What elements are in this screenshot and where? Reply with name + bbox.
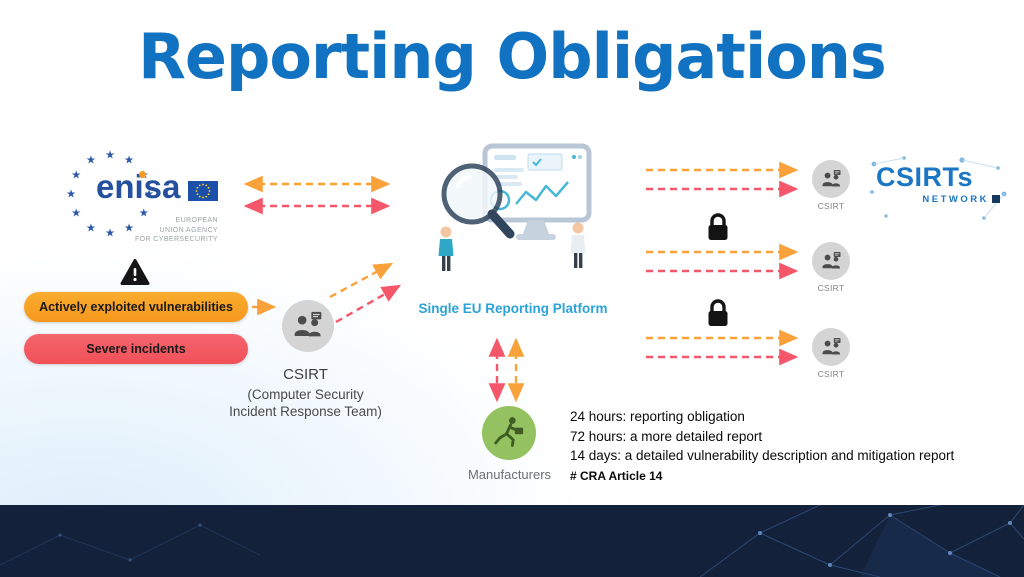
- eu-flag-icon: [188, 181, 218, 201]
- enisa-wordmark: enisa: [96, 168, 180, 206]
- enisa-caption-line: FOR CYBERSECURITY: [134, 236, 218, 243]
- csirt-node-3: CSIRT: [801, 328, 861, 379]
- manufacturer-icon: [482, 406, 536, 460]
- platform-label: Single EU Reporting Platform: [418, 301, 608, 316]
- note-24h: 24 hours: reporting obligation: [570, 409, 745, 424]
- lock-icon: [703, 211, 733, 245]
- network-logo-square: [992, 195, 1000, 204]
- csirt-node-label: CSIRT: [817, 283, 845, 293]
- svg-text:★: ★: [139, 207, 149, 220]
- warning-icon: [120, 258, 150, 286]
- network-mesh-decoration: [0, 505, 1024, 577]
- svg-text:★: ★: [66, 187, 76, 200]
- svg-text:★: ★: [105, 148, 115, 161]
- csirt-node-label: CSIRT: [817, 369, 845, 379]
- footer: ISA Taiwan Section © 2026 國際自動化協會臺灣分會: [0, 505, 1024, 577]
- svg-text:★: ★: [124, 154, 134, 167]
- svg-text:★: ★: [86, 154, 96, 167]
- svg-text:★: ★: [105, 226, 115, 239]
- svg-text:★: ★: [71, 207, 81, 220]
- note-14d: 14 days: a detailed vulnerability descri…: [570, 448, 955, 463]
- enisa-orange-dot: [139, 171, 146, 178]
- svg-text:★: ★: [71, 168, 81, 181]
- slide-title: Reporting Obligations: [138, 20, 887, 93]
- manufacturers-label: Manufacturers: [467, 467, 552, 482]
- csirt-team-icon: [812, 328, 850, 366]
- svg-text:★: ★: [144, 187, 154, 200]
- enisa-caption-line: EUROPEAN: [175, 217, 218, 224]
- enisa-caption: EUROPEAN UNION AGENCY FOR CYBERSECURITY: [104, 216, 218, 245]
- note-reference: # CRA Article 14: [570, 468, 663, 483]
- lock-icon: [703, 297, 733, 331]
- network-logo-title: CSIRTs: [876, 162, 974, 192]
- svg-text:★: ★: [124, 221, 134, 234]
- csirt-team-icon: [812, 160, 850, 198]
- csirt-node-label: CSIRT: [817, 201, 845, 211]
- csirt-main-label: CSIRT (Computer Security Incident Respon…: [198, 366, 413, 420]
- reporting-platform-illustration: [428, 140, 603, 288]
- csirt-main-sub: (Computer Security: [247, 387, 364, 402]
- csirt-team-icon: [282, 300, 334, 352]
- network-logo-subtitle-text: NETWORK: [922, 194, 989, 205]
- network-logo-subtitle: NETWORK: [876, 194, 1000, 205]
- csirt-node-2: CSIRT: [801, 242, 861, 293]
- vulnerabilities-pill: Actively exploited vulnerabilities: [24, 292, 248, 322]
- svg-text:★: ★: [86, 221, 96, 234]
- enisa-wordmark-text: enisa: [96, 168, 181, 205]
- note-72h: 72 hours: a more detailed report: [570, 428, 763, 444]
- incidents-pill: Severe incidents: [24, 334, 248, 364]
- csirts-network-logo: CSIRTs NETWORK: [870, 156, 1007, 224]
- csirt-main-sub: Incident Response Team): [229, 404, 382, 419]
- network-dots-icon: [870, 156, 1007, 220]
- enisa-caption-line: UNION AGENCY: [159, 226, 218, 234]
- csirt-main-name: CSIRT: [283, 366, 328, 383]
- reporting-deadlines: 24 hours: reporting obligation 72 hours:…: [570, 407, 1010, 483]
- csirt-node-1: CSIRT: [801, 160, 861, 211]
- csirt-team-icon: [812, 242, 850, 280]
